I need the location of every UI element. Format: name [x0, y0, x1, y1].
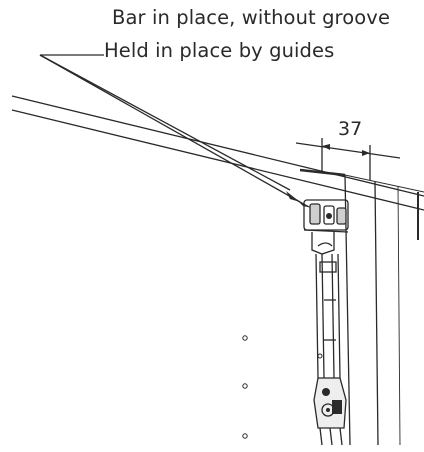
guide-bracket [303, 199, 349, 255]
lock-mechanism [313, 377, 347, 446]
leader-lines [39, 54, 312, 208]
panel-outline [344, 174, 424, 446]
vertical-rail [315, 253, 341, 379]
dimension-37 [295, 138, 401, 180]
annotation-held-by-guides: Held in place by guides [104, 39, 335, 62]
bar-outline [11, 95, 424, 211]
dimension-value: 37 [338, 118, 362, 140]
panel-holes [242, 335, 323, 439]
annotation-bar-without-groove: Bar in place, without groove [112, 6, 391, 29]
